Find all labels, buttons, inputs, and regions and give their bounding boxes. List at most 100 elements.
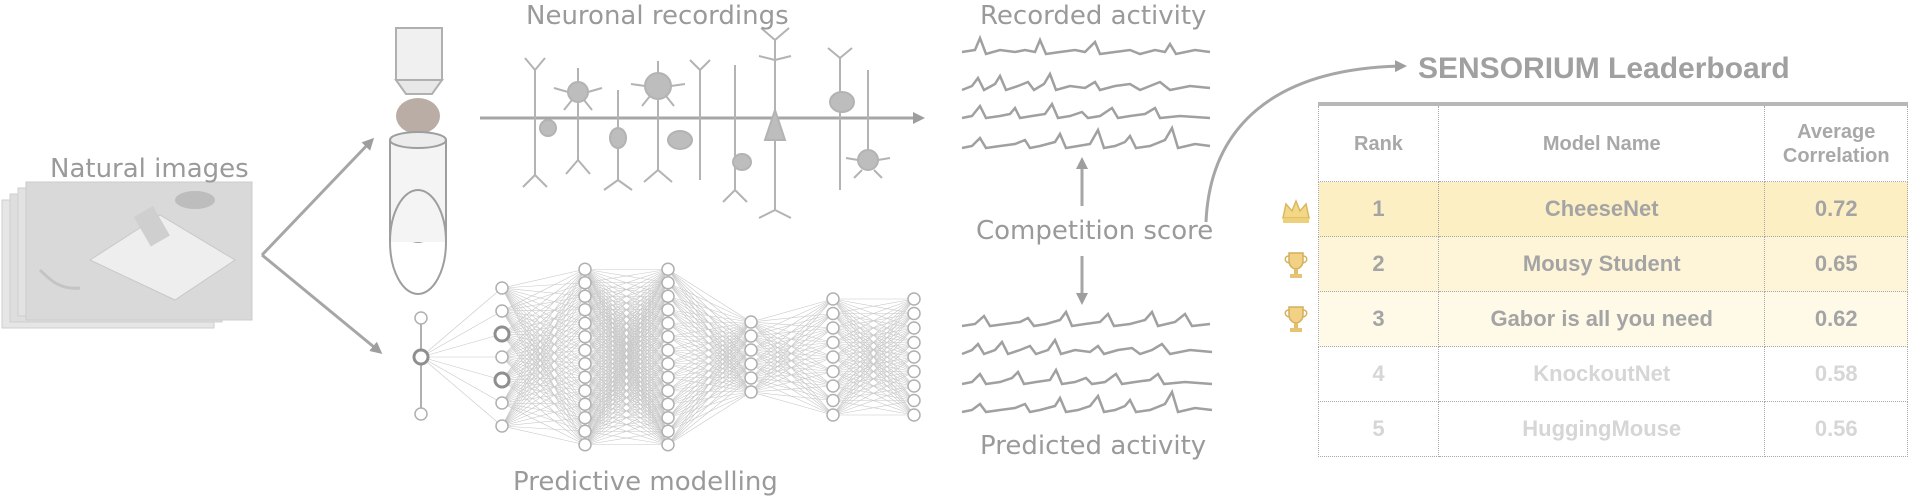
- network-node: [826, 408, 840, 422]
- network-connection: [667, 377, 752, 445]
- network-node: [578, 424, 592, 438]
- network-connection: [667, 309, 752, 323]
- network-node: [578, 370, 592, 384]
- network-node: [744, 385, 758, 399]
- crown-icon: [1280, 196, 1312, 226]
- network-connection: [501, 269, 586, 358]
- network-connection: [501, 269, 586, 404]
- network-connection: [832, 400, 915, 416]
- network-connection: [584, 350, 669, 445]
- network-connection: [501, 296, 586, 381]
- network-connection: [501, 425, 586, 446]
- network-connection: [584, 269, 669, 405]
- network-node: [578, 276, 592, 290]
- trophy-icon: [1280, 304, 1312, 334]
- network-connection: [750, 298, 834, 379]
- label-competition-score: Competition score: [976, 216, 1214, 246]
- network-node: [661, 357, 675, 371]
- network-node: [578, 411, 592, 425]
- network-connection: [501, 402, 586, 405]
- network-connection: [750, 385, 834, 393]
- network-connection: [667, 363, 752, 445]
- network-node: [578, 343, 592, 357]
- network-connection: [501, 323, 586, 427]
- model-name-cell: KnockoutNet: [1437, 346, 1766, 402]
- network-connection: [750, 298, 834, 393]
- network-connection: [832, 298, 915, 387]
- network-connection: [667, 282, 752, 323]
- network-connection: [501, 296, 586, 404]
- network-connection: [501, 379, 586, 445]
- network-connection: [501, 363, 586, 381]
- network-connection: [501, 363, 586, 404]
- network-node: [744, 315, 758, 329]
- network-connection: [501, 379, 586, 392]
- network-connection: [501, 269, 586, 381]
- microscope-wheel-icon: [389, 27, 447, 294]
- network-connection: [667, 321, 752, 365]
- network-connection: [501, 269, 586, 427]
- network-node: [661, 316, 675, 330]
- leaderboard-row: 2 Mousy Student 0.65: [1318, 236, 1908, 292]
- network-connection: [750, 391, 834, 401]
- network-connection: [501, 296, 586, 427]
- network-connection: [584, 268, 669, 311]
- network-connection: [501, 403, 586, 427]
- network-node: [826, 321, 840, 335]
- network-node: [826, 364, 840, 379]
- network-node: [661, 330, 675, 344]
- network-connection: [501, 336, 586, 404]
- network-connection: [501, 417, 586, 427]
- network-node: [661, 262, 675, 276]
- correlation-cell: 0.58: [1764, 346, 1908, 402]
- network-connection: [420, 356, 503, 381]
- network-node: [578, 289, 592, 303]
- arrow-to-leaderboard: [1204, 60, 1407, 223]
- network-connection: [832, 356, 915, 416]
- header-corr-line2: Correlation: [1782, 144, 1890, 167]
- arrow-to-model: [261, 253, 383, 354]
- network-connection: [584, 269, 669, 378]
- network-connection: [584, 269, 669, 418]
- network-node: [826, 306, 840, 321]
- network-connection: [584, 269, 669, 432]
- leaderboard-row: 1 CheeseNet 0.72: [1318, 181, 1908, 237]
- network-node: [578, 438, 592, 452]
- network-node: [661, 411, 675, 425]
- network-connection: [667, 321, 752, 338]
- network-connection: [832, 371, 915, 416]
- header-rank: Rank: [1318, 103, 1439, 182]
- leaderboard-row: 5 HuggingMouse 0.56: [1318, 401, 1908, 457]
- network-node: [907, 335, 921, 350]
- network-connection: [832, 313, 915, 416]
- network-connection: [501, 402, 586, 419]
- network-connection: [584, 336, 669, 445]
- network-connection: [832, 298, 915, 416]
- network-node: [495, 396, 509, 410]
- network-connection: [501, 350, 586, 427]
- neural-network: [412, 262, 921, 452]
- network-connection: [584, 269, 669, 351]
- network-connection: [501, 379, 586, 405]
- network-connection: [832, 327, 915, 416]
- network-connection: [667, 321, 752, 405]
- network-connection: [667, 295, 752, 323]
- network-node: [661, 303, 675, 317]
- network-connection: [667, 321, 752, 351]
- network-connection: [832, 385, 915, 416]
- network-connection: [501, 390, 586, 427]
- network-node: [661, 438, 675, 452]
- network-connection: [501, 349, 586, 404]
- network-connection: [584, 363, 669, 445]
- network-connection: [584, 269, 669, 364]
- network-connection: [750, 342, 834, 393]
- network-node: [907, 350, 921, 364]
- network-connection: [750, 313, 834, 393]
- network-connection: [584, 309, 669, 445]
- network-node: [661, 384, 675, 398]
- rank-cell: 1: [1318, 181, 1439, 237]
- network-connection: [584, 403, 669, 446]
- network-node: [826, 393, 840, 408]
